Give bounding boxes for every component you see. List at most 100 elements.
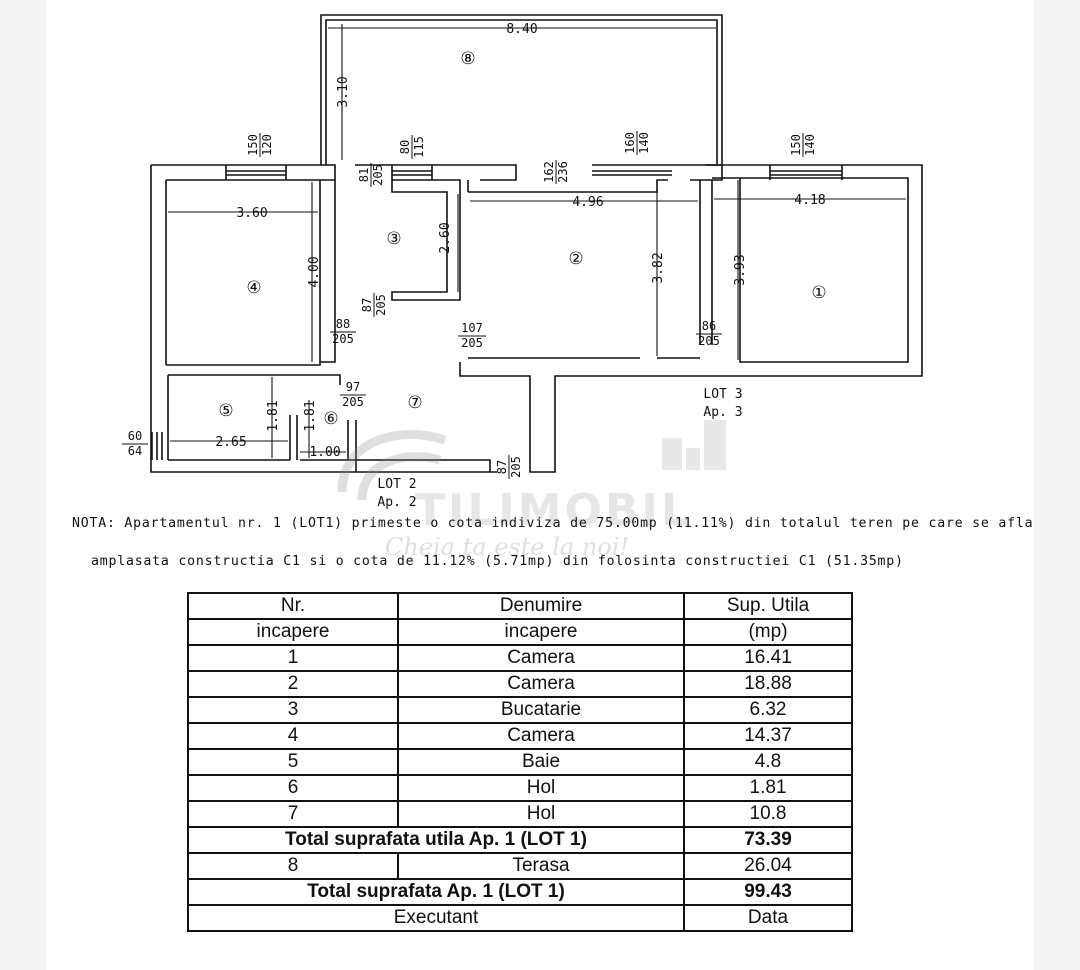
header-incapere: incapere [187, 618, 399, 646]
watermark-buildings [662, 420, 726, 470]
door3-bottom: 205 [461, 336, 483, 350]
table-row: 4 Camera 14.37 [187, 722, 853, 750]
room-label-8: ⑧ [460, 49, 475, 69]
cell-denumire: Hol [397, 800, 685, 828]
table-header-row: Nr. Denumire Sup. Utila [187, 592, 853, 620]
door4-bottom: 205 [698, 334, 720, 348]
cell-nr: 3 [187, 696, 399, 724]
door6-top: 60 [128, 429, 142, 443]
header-nr: Nr. [187, 592, 399, 620]
dim-r4-width: 3.60 [236, 206, 267, 221]
outer-wall-left [150, 165, 497, 473]
win6-top: 150 [789, 134, 803, 156]
door1-top: 87 [360, 298, 374, 312]
cell-denumire: Camera [397, 722, 685, 750]
room-label-2: ② [568, 249, 583, 269]
dim-r5-depth: 1.81 [266, 400, 281, 431]
lot2-ap: Ap. 2 [377, 495, 417, 510]
dim-terrace-depth: 3.10 [336, 76, 351, 107]
footer-data: Data [683, 904, 853, 932]
table-row: 7 Hol 10.8 [187, 800, 853, 828]
cell-nr: 1 [187, 644, 399, 672]
dim-r1-width: 4.18 [794, 193, 825, 208]
table-row: 2 Camera 18.88 [187, 670, 853, 698]
door3-top: 107 [461, 321, 483, 335]
dim-r2-depth: 3.82 [651, 252, 666, 283]
dim-r5-width: 2.65 [215, 435, 246, 450]
dim-r6-depth: 1.81 [303, 400, 318, 431]
room-label-6: ⑥ [323, 409, 338, 429]
cell-denumire: Hol [397, 774, 685, 802]
cell-suprafata: 4.8 [683, 748, 853, 776]
cell-denumire: Baie [397, 748, 685, 776]
win3-top: 81 [357, 168, 371, 182]
cell-suprafata: 26.04 [683, 852, 853, 880]
table-header-row: incapere incapere (mp) [187, 618, 853, 646]
win3-bottom: 205 [371, 164, 385, 186]
cell-nr: 7 [187, 800, 399, 828]
cell-nr: 8 [187, 852, 399, 880]
cell-suprafata: 6.32 [683, 696, 853, 724]
table-row: 8 Terasa 26.04 [187, 852, 853, 880]
cell-suprafata: 16.41 [683, 644, 853, 672]
watermark-brand: TILIMOBIL [415, 485, 692, 536]
cell-nr: 6 [187, 774, 399, 802]
header-unit: (mp) [683, 618, 853, 646]
table-row: 1 Camera 16.41 [187, 644, 853, 672]
watermark-logo [337, 429, 447, 501]
note-line-1: NOTA: Apartamentul nr. 1 (LOT1) primeste… [72, 516, 1034, 531]
area-table: Nr. Denumire Sup. Utila incapere incaper… [187, 592, 853, 932]
door6-bottom: 64 [128, 444, 142, 458]
header-denumire: Denumire [397, 592, 685, 620]
total-util-label: Total suprafata utila Ap. 1 (LOT 1) [187, 826, 685, 854]
win1-bottom: 120 [260, 134, 274, 156]
total-util-row: Total suprafata utila Ap. 1 (LOT 1) 73.3… [187, 826, 853, 854]
table-row: 3 Bucatarie 6.32 [187, 696, 853, 724]
room-label-1: ① [811, 283, 826, 303]
dim-r6-width: 1.00 [309, 445, 340, 460]
door7-top: 87 [495, 460, 509, 474]
header-incapere: incapere [397, 618, 685, 646]
win4-top: 162 [542, 161, 556, 183]
win5-top: 160 [623, 132, 637, 154]
table-row: 6 Hol 1.81 [187, 774, 853, 802]
win6-bottom: 140 [803, 134, 817, 156]
cell-suprafata: 18.88 [683, 670, 853, 698]
lot3-name: LOT 3 [703, 387, 743, 402]
door5-bottom: 205 [342, 395, 364, 409]
cell-denumire: Camera [397, 644, 685, 672]
lot3-ap: Ap. 3 [703, 405, 743, 420]
cell-nr: 5 [187, 748, 399, 776]
dim-r2-width: 4.96 [572, 195, 603, 210]
room-label-4: ④ [246, 278, 261, 298]
door2-bottom: 205 [332, 332, 354, 346]
cell-nr: 2 [187, 670, 399, 698]
footer-executant: Executant [187, 904, 685, 932]
total-value: 99.43 [683, 878, 853, 906]
dim-terrace-width: 8.40 [506, 22, 537, 37]
room-label-7: ⑦ [407, 393, 422, 413]
door7-bottom: 205 [509, 456, 523, 478]
cell-suprafata: 14.37 [683, 722, 853, 750]
win1-top: 150 [246, 134, 260, 156]
total-label: Total suprafata Ap. 1 (LOT 1) [187, 878, 685, 906]
cell-denumire: Bucatarie [397, 696, 685, 724]
door2-top: 88 [336, 317, 350, 331]
watermark-slogan: Cheia ta este la noi! [385, 533, 630, 561]
win5-bottom: 140 [637, 132, 651, 154]
note-line-2: amplasata constructia C1 si o cota de 11… [91, 554, 904, 569]
win2-top: 80 [398, 140, 412, 154]
cell-suprafata: 10.8 [683, 800, 853, 828]
cell-denumire: Camera [397, 670, 685, 698]
terrace-outline [320, 14, 723, 165]
lot3-block: LOT 3 Ap. 3 [692, 386, 754, 422]
door1-bottom: 205 [374, 294, 388, 316]
lot2-block: LOT 2 Ap. 2 [366, 476, 428, 512]
room-label-5: ⑤ [218, 401, 233, 421]
total-row: Total suprafata Ap. 1 (LOT 1) 99.43 [187, 878, 853, 906]
dim-r3-depth: 2.60 [438, 222, 453, 253]
door4-top: 86 [702, 319, 716, 333]
cell-suprafata: 1.81 [683, 774, 853, 802]
door5-top: 97 [346, 380, 360, 394]
